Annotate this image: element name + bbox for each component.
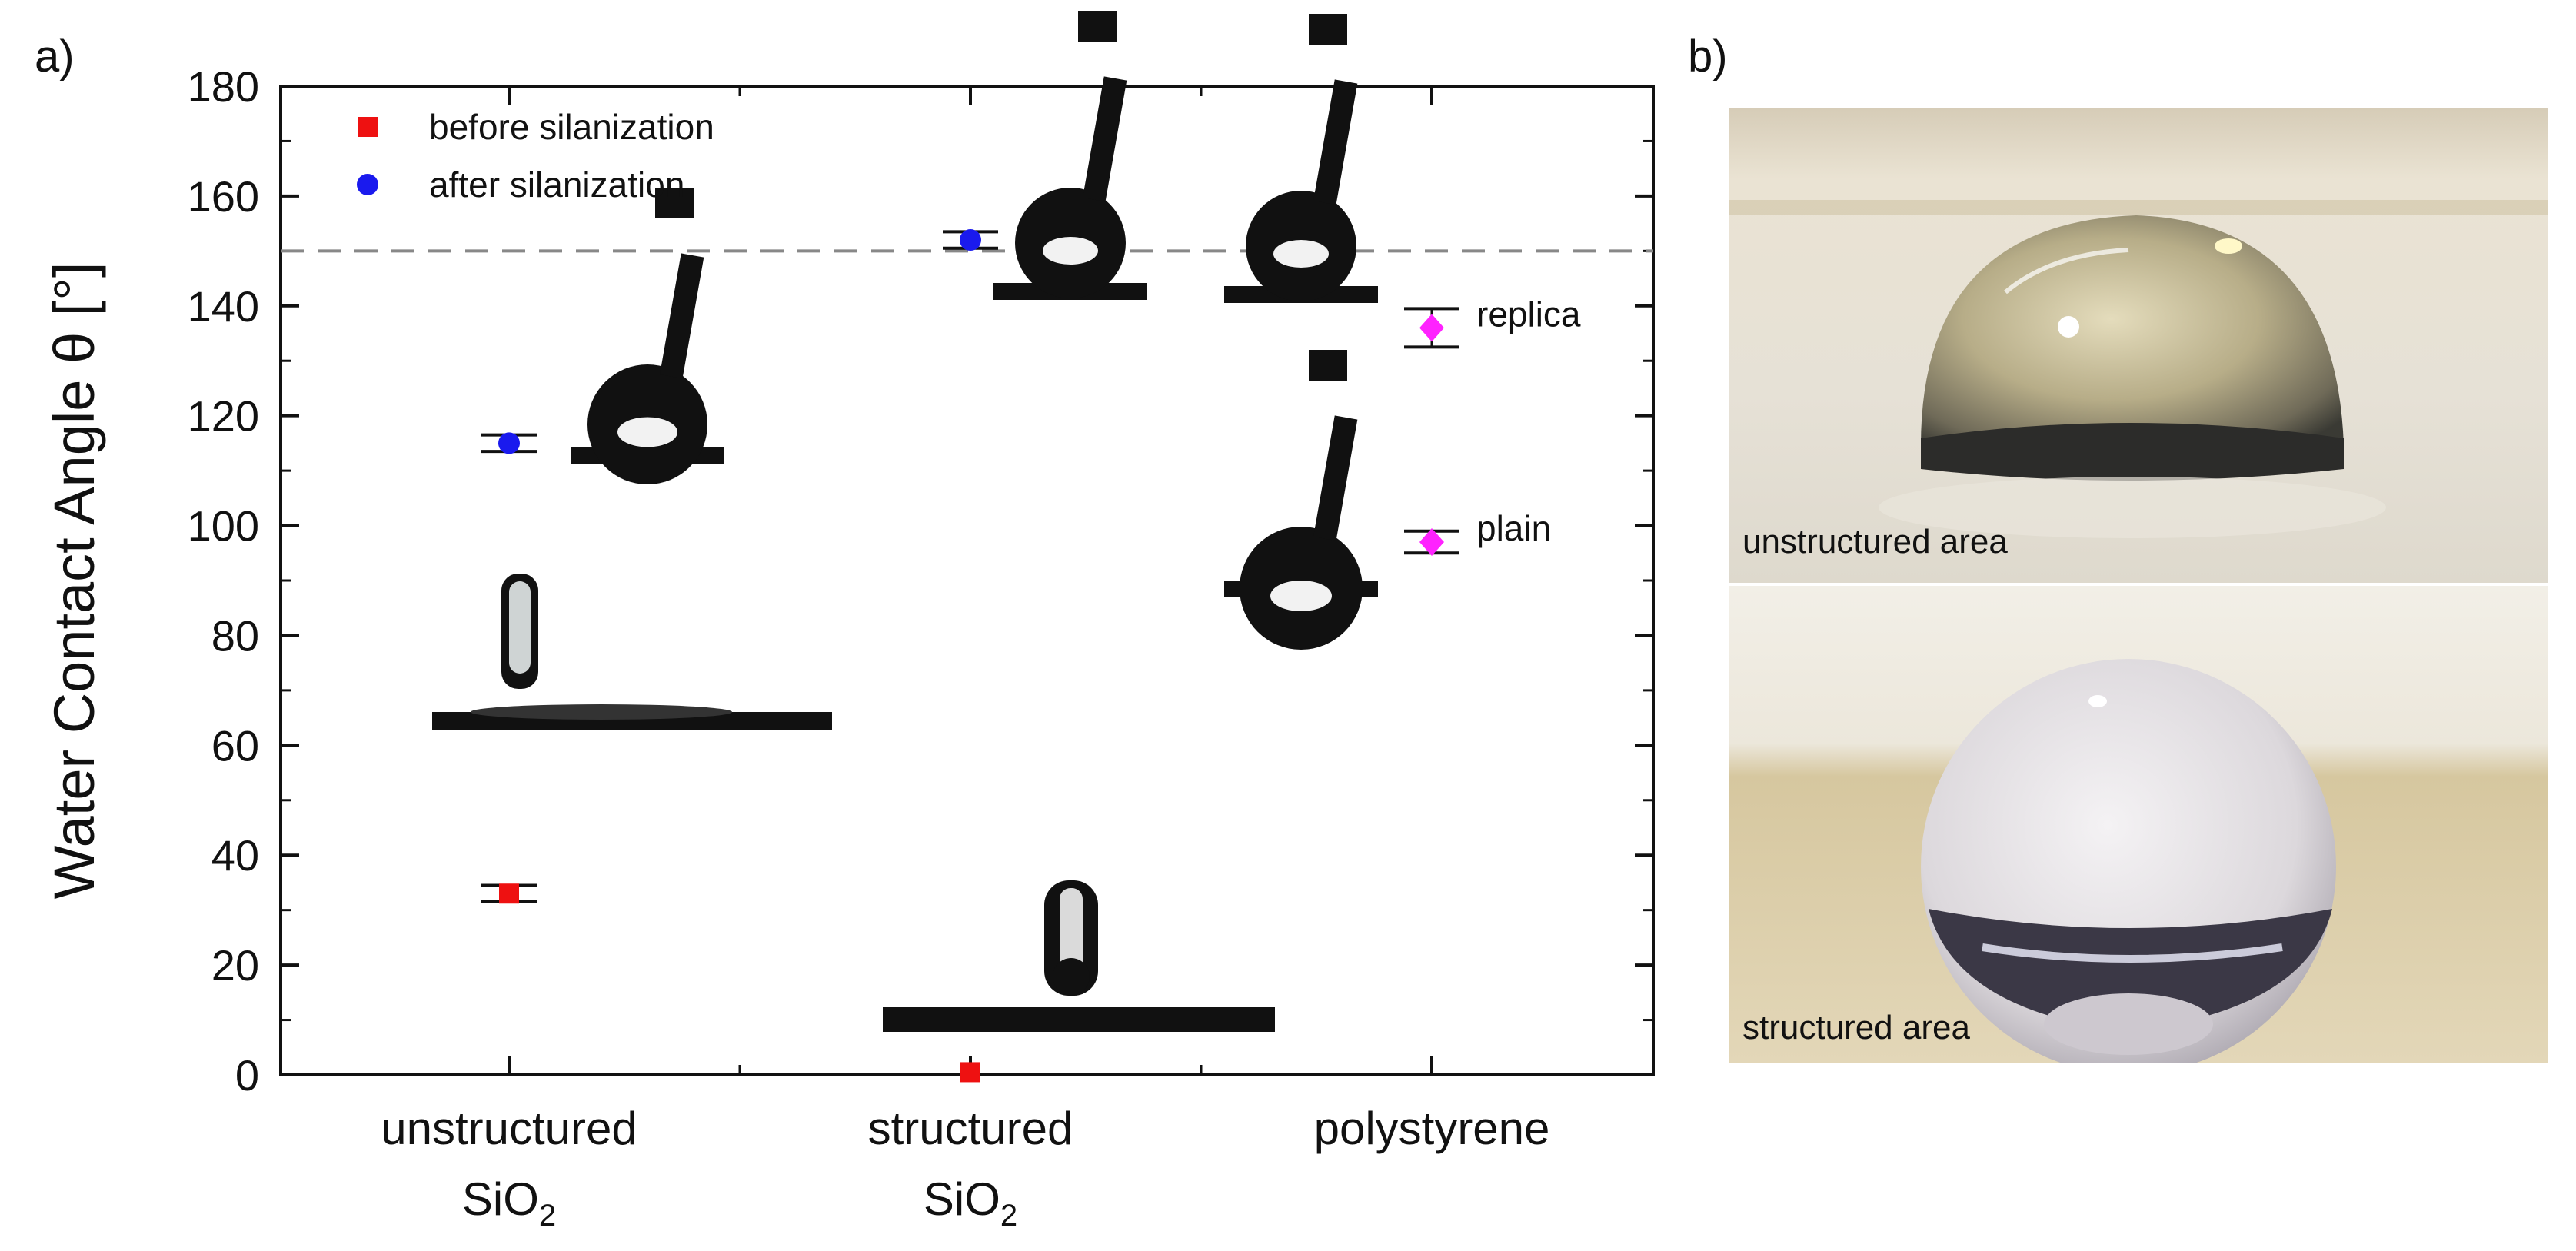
droplet-highlight	[1273, 240, 1329, 268]
y-tick-label: 140	[188, 282, 259, 331]
y-axis-label: Water Contact Angle θ [°]	[42, 262, 106, 900]
droplet-film	[471, 704, 732, 720]
photo-unstructured-area: unstructured area	[1729, 108, 2548, 583]
needle-top	[1309, 350, 1347, 381]
needle-top	[1078, 11, 1117, 42]
droplet-photo-unstructured	[1729, 108, 2548, 583]
y-tick-label: 20	[211, 941, 259, 990]
droplet-inset-high	[1224, 14, 1378, 303]
needle-top	[1309, 14, 1347, 45]
point-label-replica: replica	[1476, 294, 1581, 334]
caption-structured-area: structured area	[1742, 1009, 1970, 1046]
legend-marker	[357, 174, 378, 195]
needle-core	[509, 581, 531, 674]
subscript: 2	[539, 1199, 556, 1233]
y-tick-label: 0	[235, 1051, 259, 1100]
data-point-diamond	[1419, 527, 1444, 556]
data-point-diamond	[1419, 314, 1444, 342]
substrate	[883, 1007, 1275, 1032]
droplet-inset-flat	[432, 574, 832, 730]
legend-label: after silanization	[429, 165, 684, 205]
subscript: 2	[1000, 1199, 1017, 1233]
droplet-inset-spread	[883, 880, 1275, 1032]
droplet-highlight	[1270, 581, 1332, 611]
needle-core	[1060, 888, 1083, 973]
data-point-square	[499, 883, 519, 904]
point-label-plain: plain	[1476, 508, 1551, 548]
needle	[1313, 79, 1358, 205]
y-tick-label: 60	[211, 721, 259, 770]
y-tick-label: 160	[188, 172, 259, 221]
x-category-label: unstructured	[381, 1103, 637, 1154]
droplet-inset-low	[1224, 350, 1378, 650]
droplet-inset-mid	[571, 188, 724, 484]
y-tick-label: 120	[188, 392, 259, 441]
panel-b-label: b)	[1688, 32, 1728, 82]
pendant-drop	[1053, 958, 1090, 995]
droplet-photo-structured	[1729, 586, 2548, 1063]
legend-marker	[358, 117, 378, 137]
caption-unstructured-area: unstructured area	[1742, 523, 2008, 561]
droplet-inset-high	[993, 11, 1147, 300]
x-category-label-line2: SiO2	[462, 1173, 556, 1233]
photo-structured-area: structured area	[1729, 586, 2548, 1063]
data-point-circle	[960, 229, 981, 251]
legend-label: before silanization	[429, 107, 714, 147]
needle	[1313, 415, 1358, 541]
needle	[1082, 76, 1127, 202]
y-tick-label: 100	[188, 502, 259, 551]
needle-top	[655, 188, 694, 218]
x-category-label: polystyrene	[1314, 1103, 1550, 1154]
data-point-circle	[498, 432, 520, 454]
droplet-highlight	[617, 417, 677, 447]
droplet-highlight	[1043, 237, 1098, 265]
needle	[659, 253, 704, 379]
x-category-label: structured	[868, 1103, 1073, 1154]
data-point-square	[960, 1062, 980, 1083]
y-tick-label: 180	[188, 62, 259, 111]
y-tick-label: 80	[211, 611, 259, 660]
panel-a-label: a)	[35, 32, 75, 82]
x-category-label-line2: SiO2	[924, 1173, 1017, 1233]
y-tick-label: 40	[211, 831, 259, 880]
